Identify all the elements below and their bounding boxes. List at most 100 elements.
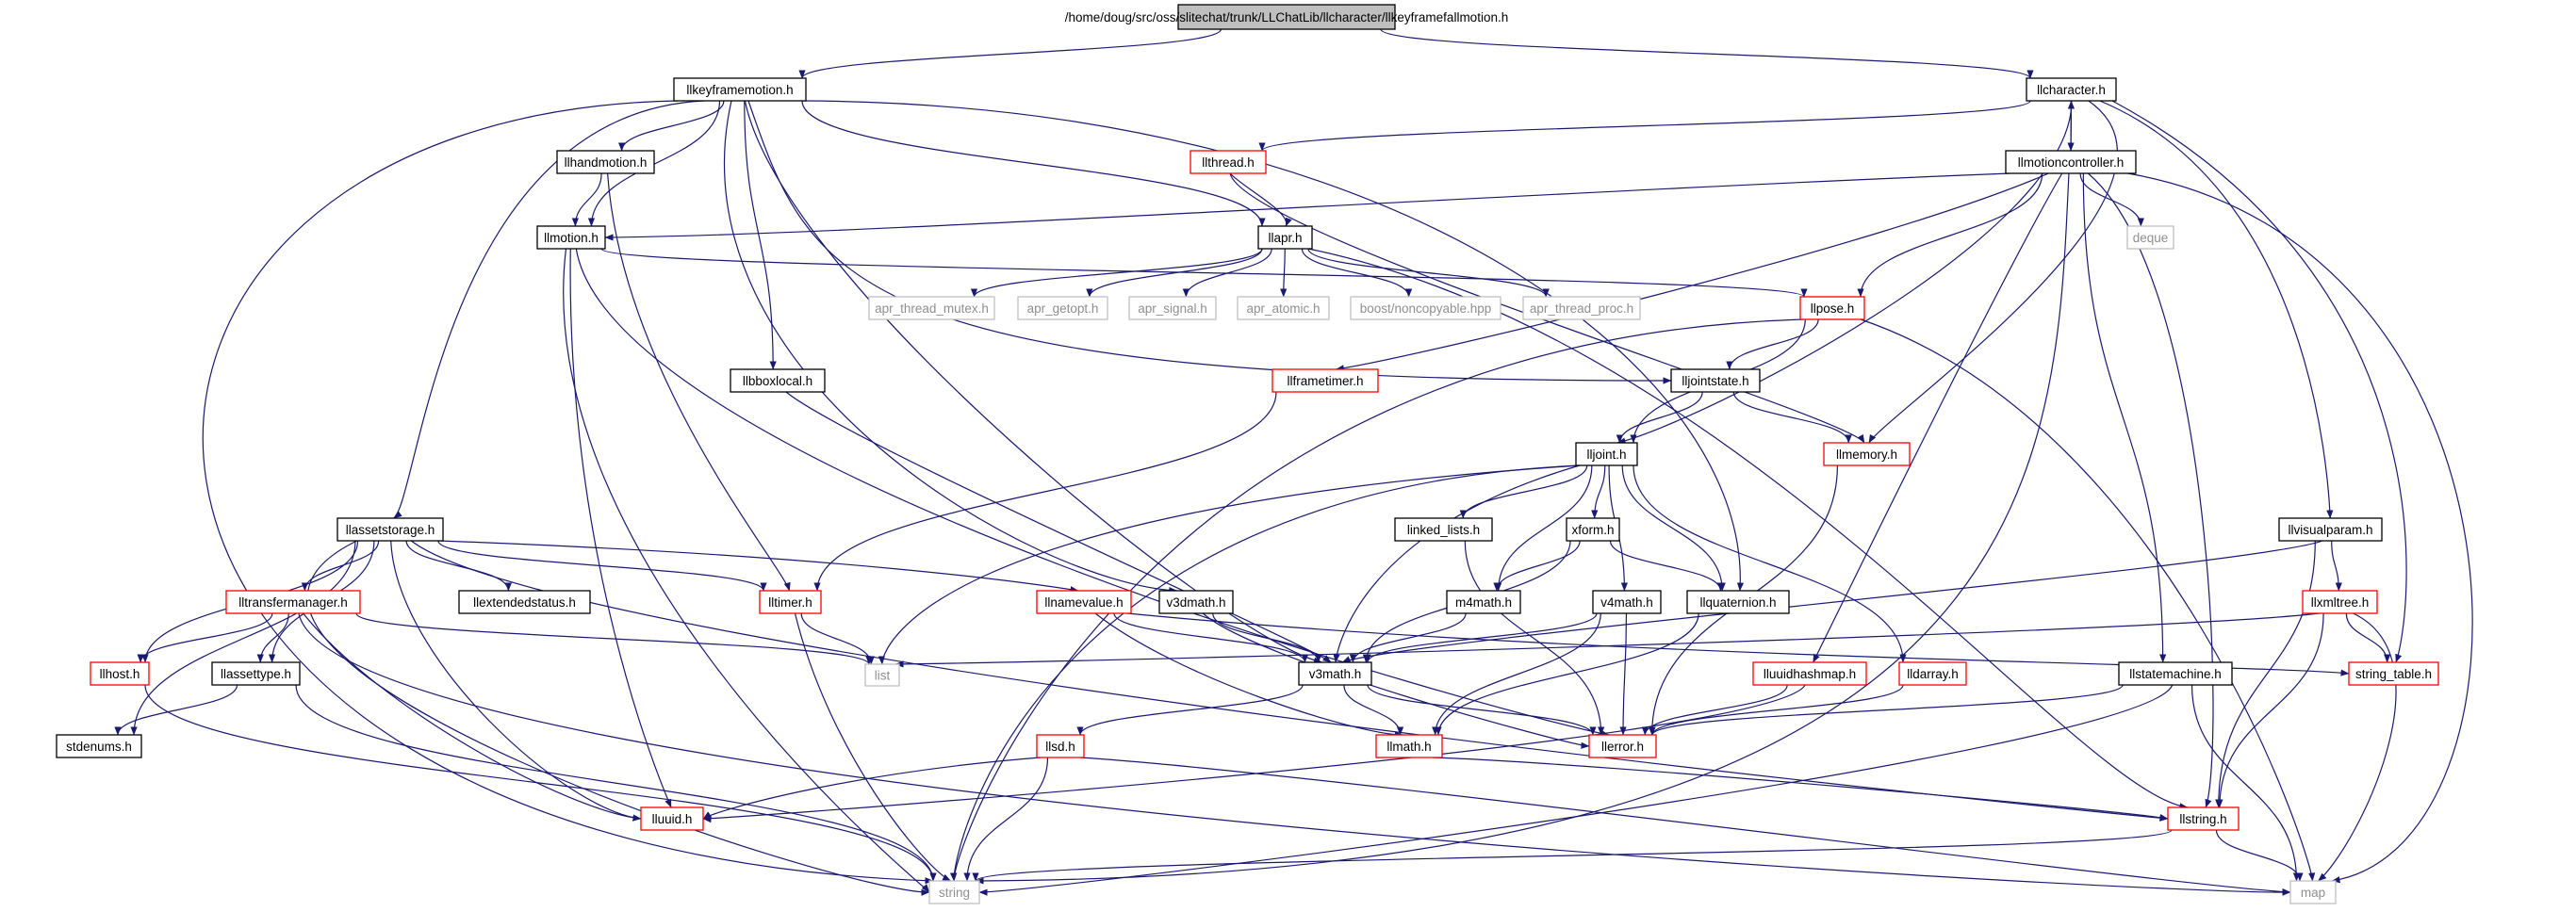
node-llhost[interactable]: llhost.h: [90, 661, 150, 686]
node-box-stdenums: [56, 734, 142, 758]
node-deque[interactable]: deque: [2126, 225, 2174, 250]
node-string[interactable]: string: [928, 880, 980, 904]
node-label-apr_thread_mutex: apr_thread_mutex.h: [875, 301, 989, 316]
node-v3math[interactable]: v3math.h: [1298, 661, 1372, 686]
edge-llcharacter-to-llvisualparam: [2099, 100, 2334, 519]
edge-llmotioncontroller-to-llmotion: [604, 172, 2010, 241]
node-apr_thread_proc[interactable]: apr_thread_proc.h: [1522, 296, 1641, 320]
node-box-llcharacter: [2026, 77, 2117, 102]
node-v4math[interactable]: v4math.h: [1592, 590, 1662, 614]
node-llmemory[interactable]: llmemory.h: [1823, 442, 1911, 466]
node-box-llsd: [1036, 734, 1085, 758]
node-lldarray[interactable]: lldarray.h: [1898, 661, 1967, 686]
edge-xform-to-llquaternion: [1609, 540, 1725, 592]
node-m4math[interactable]: m4math.h: [1446, 590, 1521, 614]
node-string_table[interactable]: string_table.h: [2348, 661, 2439, 686]
edge-llthread-to-llapr: [1229, 172, 1292, 227]
edge-llkeyframemotion-to-llhandmotion: [618, 100, 725, 152]
node-label-llxmltree: llxmltree.h: [2311, 595, 2370, 610]
edge-llassetstorage-to-llextendedstatus: [405, 540, 512, 592]
node-llxmltree[interactable]: llxmltree.h: [2302, 590, 2378, 614]
node-apr_signal[interactable]: apr_signal.h: [1128, 296, 1217, 320]
node-apr_atomic[interactable]: apr_atomic.h: [1237, 296, 1330, 320]
edge-llkeyframemotion-to-lljointstate: [747, 100, 1672, 384]
node-noncopyable[interactable]: boost/noncopyable.hpp: [1350, 296, 1501, 320]
node-box-llquaternion: [1686, 590, 1790, 614]
node-llassetstorage[interactable]: llassetstorage.h: [336, 517, 444, 542]
node-label-llnamevalue: llnamevalue.h: [1044, 595, 1123, 610]
node-v3dmath[interactable]: v3dmath.h: [1158, 590, 1234, 614]
node-llthread[interactable]: llthread.h: [1190, 150, 1267, 174]
node-box-llassettype: [211, 661, 301, 686]
node-root[interactable]: /home/doug/src/oss/slitechat/trunk/LLCha…: [1065, 4, 1508, 30]
node-map[interactable]: map: [2289, 880, 2337, 904]
node-box-apr_getopt: [1017, 296, 1108, 320]
node-lltimer[interactable]: lltimer.h: [759, 590, 822, 614]
node-box-lltransfermanager: [225, 590, 361, 614]
node-llcharacter[interactable]: llcharacter.h: [2026, 77, 2117, 102]
node-box-llmemory: [1823, 442, 1911, 466]
edge-llapr-to-apr_signal: [1182, 248, 1272, 298]
node-lluuidhashmap[interactable]: lluuidhashmap.h: [1752, 661, 1867, 686]
node-llerror[interactable]: llerror.h: [1588, 734, 1657, 758]
node-llmotion[interactable]: llmotion.h: [536, 225, 606, 250]
node-llbboxlocal[interactable]: llbboxlocal.h: [730, 368, 826, 393]
node-llmath[interactable]: llmath.h: [1375, 734, 1443, 758]
node-llkeyframemotion[interactable]: llkeyframemotion.h: [673, 77, 807, 102]
edge-v3math-to-llsd: [1076, 684, 1304, 736]
node-llmotioncontroller[interactable]: llmotioncontroller.h: [2005, 150, 2137, 174]
node-lluuid[interactable]: lluuid.h: [640, 806, 704, 831]
node-list[interactable]: list: [864, 663, 900, 687]
node-llpose[interactable]: llpose.h: [1799, 296, 1865, 320]
node-llassettype[interactable]: llassettype.h: [211, 661, 301, 686]
node-llstring[interactable]: llstring.h: [2167, 806, 2240, 831]
edge-llmotion-to-string: [563, 248, 930, 893]
node-label-llvisualparam: llvisualparam.h: [2288, 523, 2372, 537]
node-label-llmotioncontroller: llmotioncontroller.h: [2018, 155, 2125, 170]
edge-llnamevalue-to-string_table: [1126, 612, 2350, 676]
node-apr_getopt[interactable]: apr_getopt.h: [1017, 296, 1108, 320]
node-box-llbboxlocal: [730, 368, 826, 393]
node-lljointstate[interactable]: lljointstate.h: [1670, 368, 1761, 393]
edge-llmotioncontroller-to-string: [975, 172, 2070, 885]
edge-llcharacter-to-string_table: [2111, 100, 2407, 663]
edge-llhandmotion-to-llmotion: [571, 172, 602, 227]
node-llstatemachine[interactable]: llstatemachine.h: [2118, 661, 2233, 686]
node-llapr[interactable]: llapr.h: [1257, 225, 1313, 250]
node-label-llmotion: llmotion.h: [544, 231, 599, 245]
edge-llstring-to-string: [972, 829, 2173, 882]
edge-lltransfermanager-to-llhost: [137, 612, 273, 663]
edge-llmotioncontroller-to-llstring: [2087, 172, 2214, 808]
node-llframetimer[interactable]: llframetimer.h: [1272, 368, 1379, 393]
node-llhandmotion[interactable]: llhandmotion.h: [556, 150, 655, 174]
node-label-llthread: llthread.h: [1202, 155, 1255, 170]
node-label-llassetstorage: llassetstorage.h: [346, 523, 435, 537]
edge-llnamevalue-to-llmath: [1094, 612, 1403, 739]
node-lltransfermanager[interactable]: lltransfermanager.h: [225, 590, 361, 614]
node-box-llnamevalue: [1036, 590, 1132, 614]
edge-llthread-to-llmemory: [1229, 172, 1865, 444]
node-box-lljointstate: [1670, 368, 1761, 393]
node-llvisualparam[interactable]: llvisualparam.h: [2278, 517, 2383, 542]
node-apr_thread_mutex[interactable]: apr_thread_mutex.h: [868, 296, 995, 320]
node-box-noncopyable: [1350, 296, 1501, 320]
edge-llxmltree-to-llstring: [2216, 612, 2324, 808]
edge-llassettype-to-string: [295, 684, 937, 882]
node-lljoint[interactable]: lljoint.h: [1575, 442, 1638, 466]
node-llsd[interactable]: llsd.h: [1036, 734, 1085, 758]
edge-llmotioncontroller-to-llstatemachine: [2082, 172, 2167, 663]
node-label-llmath: llmath.h: [1386, 740, 1431, 754]
node-llquaternion[interactable]: llquaternion.h: [1686, 590, 1790, 614]
node-llextendedstatus[interactable]: llextendedstatus.h: [458, 590, 591, 614]
node-linked_lists[interactable]: linked_lists.h: [1394, 517, 1493, 542]
node-xform[interactable]: xform.h: [1566, 517, 1620, 542]
edge-llapr-to-noncopyable: [1301, 248, 1413, 298]
node-llnamevalue[interactable]: llnamevalue.h: [1036, 590, 1132, 614]
edge-lljointstate-to-lljoint: [1616, 391, 1703, 444]
node-label-apr_thread_proc: apr_thread_proc.h: [1530, 301, 1633, 316]
node-box-v3math: [1298, 661, 1372, 686]
node-box-llhandmotion: [556, 150, 655, 174]
node-stdenums[interactable]: stdenums.h: [56, 734, 142, 758]
node-label-llstring: llstring.h: [2179, 812, 2226, 826]
